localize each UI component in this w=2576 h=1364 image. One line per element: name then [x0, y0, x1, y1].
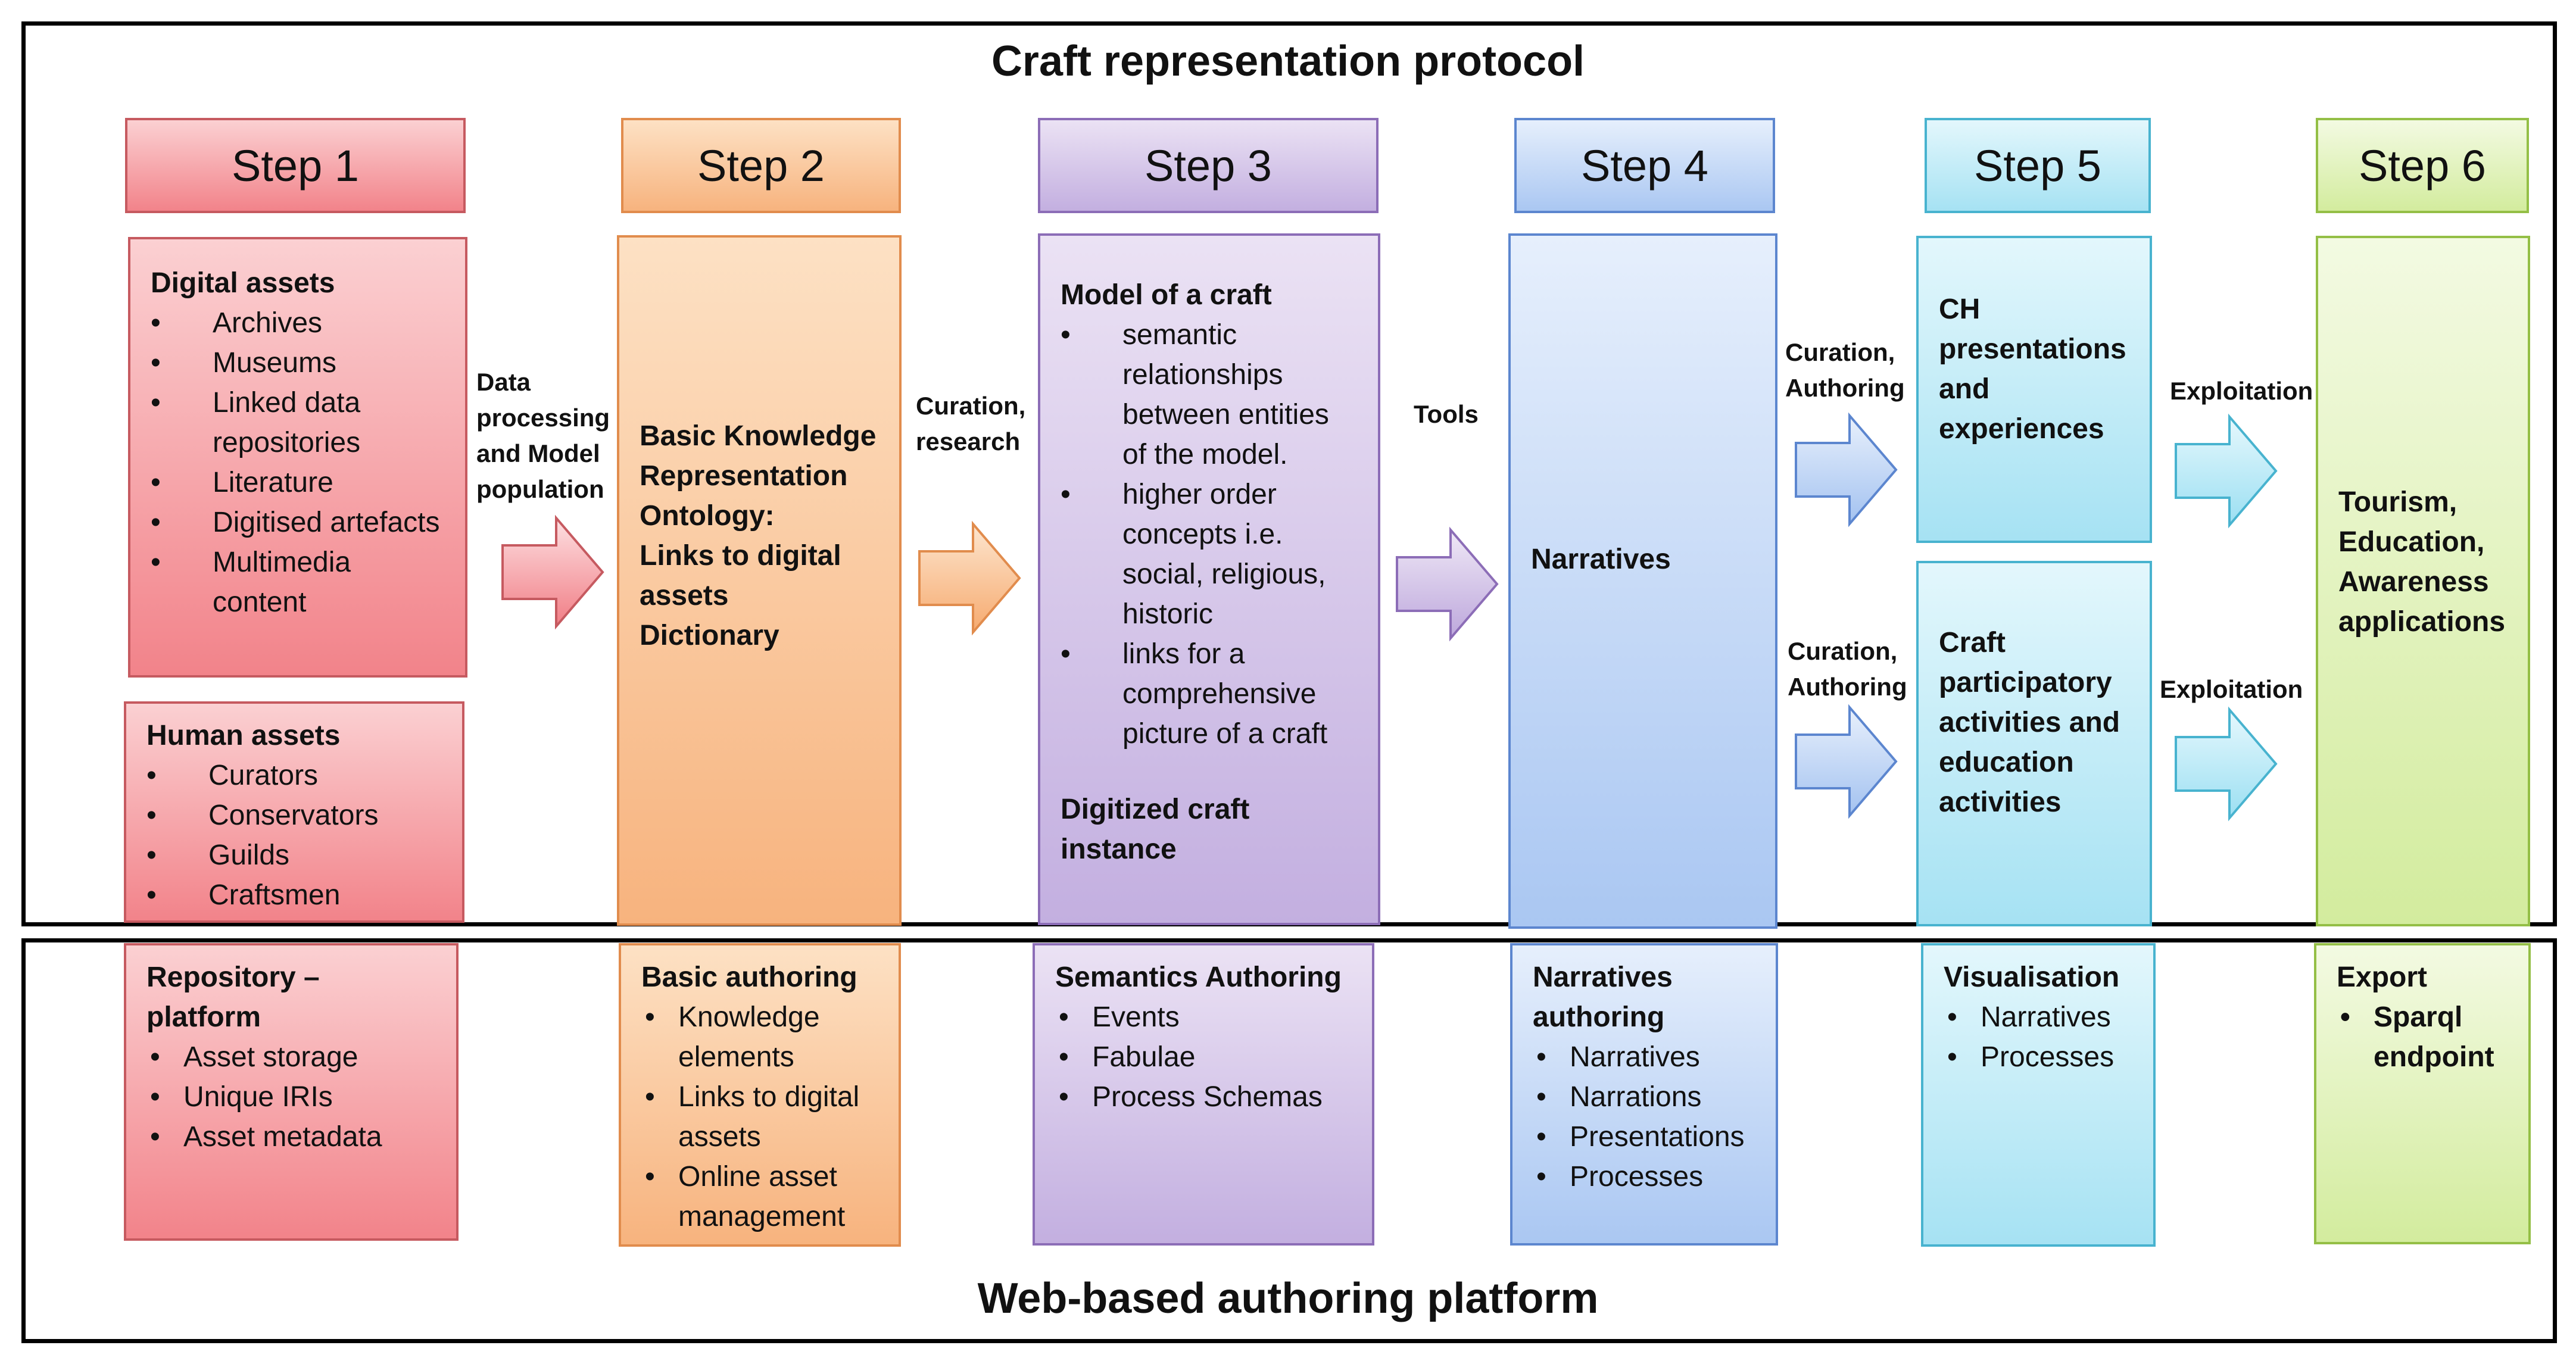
- human-assets-box: Human assets Curators Conservators Guild…: [124, 701, 464, 923]
- list-item: Multimedia content: [151, 542, 447, 622]
- list-item: Processes: [1944, 1037, 2135, 1077]
- platform-frame: [21, 938, 2557, 1343]
- list-item: Guilds: [146, 835, 444, 875]
- step-5-header: Step 5: [1925, 118, 2151, 213]
- list-item: Fabulae: [1055, 1037, 1354, 1077]
- arrow-step4-to-step5-bottom: [1795, 704, 1898, 819]
- ontology-line: assets: [640, 580, 729, 611]
- narratives-label: Narratives: [1531, 544, 1671, 575]
- list-item: Narratives: [1533, 1037, 1758, 1077]
- list-item: semantic relationships between entities …: [1061, 315, 1342, 475]
- digital-assets-heading: Digital assets: [151, 267, 335, 299]
- step-4-header: Step 4: [1514, 118, 1775, 213]
- platform-list: Asset storage Unique IRIs Asset metadata: [146, 1037, 438, 1157]
- list-item: Conservators: [146, 795, 444, 835]
- list-item: Asset storage: [146, 1037, 438, 1077]
- platform-list: Narratives Processes: [1944, 997, 2135, 1077]
- arrow-step4-to-step5-top: [1795, 412, 1898, 528]
- platform-list: Narratives Narrations Presentations Proc…: [1533, 1037, 1758, 1197]
- ontology-box: Basic Knowledge Representation Ontology:…: [617, 235, 902, 926]
- list-item: Sparql endpoint: [2337, 997, 2510, 1077]
- ch-presentations-label: CH presentations and experiences: [1939, 294, 2126, 445]
- list-item: Presentations: [1533, 1117, 1758, 1157]
- list-item: Processes: [1533, 1157, 1758, 1197]
- ch-presentations-box: CH presentations and experiences: [1916, 236, 2152, 543]
- platform-heading: Visualisation: [1944, 962, 2120, 993]
- arrow-label-tools: Tools: [1414, 400, 1479, 428]
- list-item: links for a comprehensive picture of a c…: [1061, 634, 1342, 754]
- visualisation-box: Visualisation Narratives Processes: [1921, 943, 2156, 1247]
- platform-heading: Repository – platform: [146, 962, 320, 1033]
- list-item: Online asset management: [641, 1157, 881, 1237]
- list-item: higher order concepts i.e. social, relig…: [1061, 475, 1342, 634]
- arrow-step5-to-step6-bottom: [2175, 706, 2278, 822]
- list-item: Linked data repositories: [151, 383, 447, 463]
- list-item: Process Schemas: [1055, 1077, 1354, 1117]
- export-box: Export Sparql endpoint: [2314, 943, 2531, 1244]
- ontology-line: Basic Knowledge: [640, 420, 877, 452]
- platform-heading: Semantics Authoring: [1055, 962, 1342, 993]
- human-assets-heading: Human assets: [146, 720, 341, 751]
- list-item: Narratives: [1944, 997, 2135, 1037]
- platform-heading: Basic authoring: [641, 962, 857, 993]
- list-item: Digitised artefacts: [151, 502, 447, 542]
- platform-list: Events Fabulae Process Schemas: [1055, 997, 1354, 1117]
- craft-model-heading: Model of a craft: [1061, 279, 1272, 311]
- participatory-activities-label: Craft participatory activities and educa…: [1939, 627, 2120, 818]
- list-item: Events: [1055, 997, 1354, 1037]
- arrow-label-exploitation-top: Exploitation: [2170, 377, 2313, 405]
- list-item: Literature: [151, 463, 447, 502]
- platform-heading: Export: [2337, 962, 2428, 993]
- human-assets-list: Curators Conservators Guilds Craftsmen: [146, 756, 444, 915]
- list-item: Archives: [151, 303, 447, 343]
- narratives-box: Narratives: [1508, 233, 1777, 929]
- step-3-header: Step 3: [1038, 118, 1379, 213]
- list-item: Links to digital assets: [641, 1077, 881, 1157]
- basic-authoring-box: Basic authoring Knowledge elements Links…: [619, 943, 901, 1247]
- step-2-header: Step 2: [621, 118, 901, 213]
- semantics-authoring-box: Semantics Authoring Events Fabulae Proce…: [1033, 943, 1374, 1246]
- participatory-activities-box: Craft participatory activities and educa…: [1916, 561, 2152, 926]
- arrow-label-exploitation-bottom: Exploitation: [2160, 675, 2303, 703]
- list-item: Unique IRIs: [146, 1077, 438, 1117]
- digitized-instance-label: Digitized craft instance: [1061, 794, 1250, 865]
- list-item: Asset metadata: [146, 1117, 438, 1157]
- digital-assets-list: Archives Museums Linked data repositorie…: [151, 303, 447, 622]
- arrow-label-curation-authoring-top: Curation, Authoring: [1785, 338, 1905, 402]
- ontology-line: Ontology:: [640, 500, 775, 532]
- arrow-step2-to-step3: [918, 520, 1021, 636]
- craft-model-list: semantic relationships between entities …: [1061, 315, 1360, 754]
- platform-list: Knowledge elements Links to digital asse…: [641, 997, 881, 1237]
- list-item: Curators: [146, 756, 444, 795]
- arrow-label-curation-authoring-bottom: Curation, Authoring: [1788, 637, 1907, 701]
- ontology-line: Links to digital: [640, 540, 841, 572]
- protocol-title: Craft representation protocol: [991, 38, 1585, 85]
- platform-list: Sparql endpoint: [2337, 997, 2510, 1077]
- platform-heading: Narratives authoring: [1533, 962, 1673, 1033]
- step-6-header: Step 6: [2316, 118, 2529, 213]
- step-1-header: Step 1: [125, 118, 466, 213]
- applications-label: Tourism, Education, Awareness applicatio…: [2338, 486, 2506, 638]
- list-item: Craftsmen: [146, 875, 444, 915]
- ontology-line: Representation: [640, 460, 848, 492]
- applications-box: Tourism, Education, Awareness applicatio…: [2316, 236, 2530, 926]
- arrow-label-data-processing: Data processing and Model population: [476, 368, 610, 503]
- arrow-label-curation-research: Curation, research: [916, 392, 1026, 455]
- craft-model-box: Model of a craft semantic relationships …: [1038, 233, 1380, 925]
- arrow-step5-to-step6-top: [2175, 413, 2278, 529]
- list-item: Narrations: [1533, 1077, 1758, 1117]
- platform-title: Web-based authoring platform: [977, 1275, 1599, 1322]
- arrow-step3-to-step4: [1396, 526, 1499, 642]
- repository-platform-box: Repository – platform Asset storage Uniq…: [124, 943, 459, 1241]
- arrow-step1-to-step2: [501, 514, 604, 630]
- digital-assets-box: Digital assets Archives Museums Linked d…: [128, 237, 467, 678]
- narratives-authoring-box: Narratives authoring Narratives Narratio…: [1510, 943, 1778, 1246]
- ontology-line: Dictionary: [640, 620, 779, 651]
- list-item: Knowledge elements: [641, 997, 881, 1077]
- list-item: Museums: [151, 343, 447, 383]
